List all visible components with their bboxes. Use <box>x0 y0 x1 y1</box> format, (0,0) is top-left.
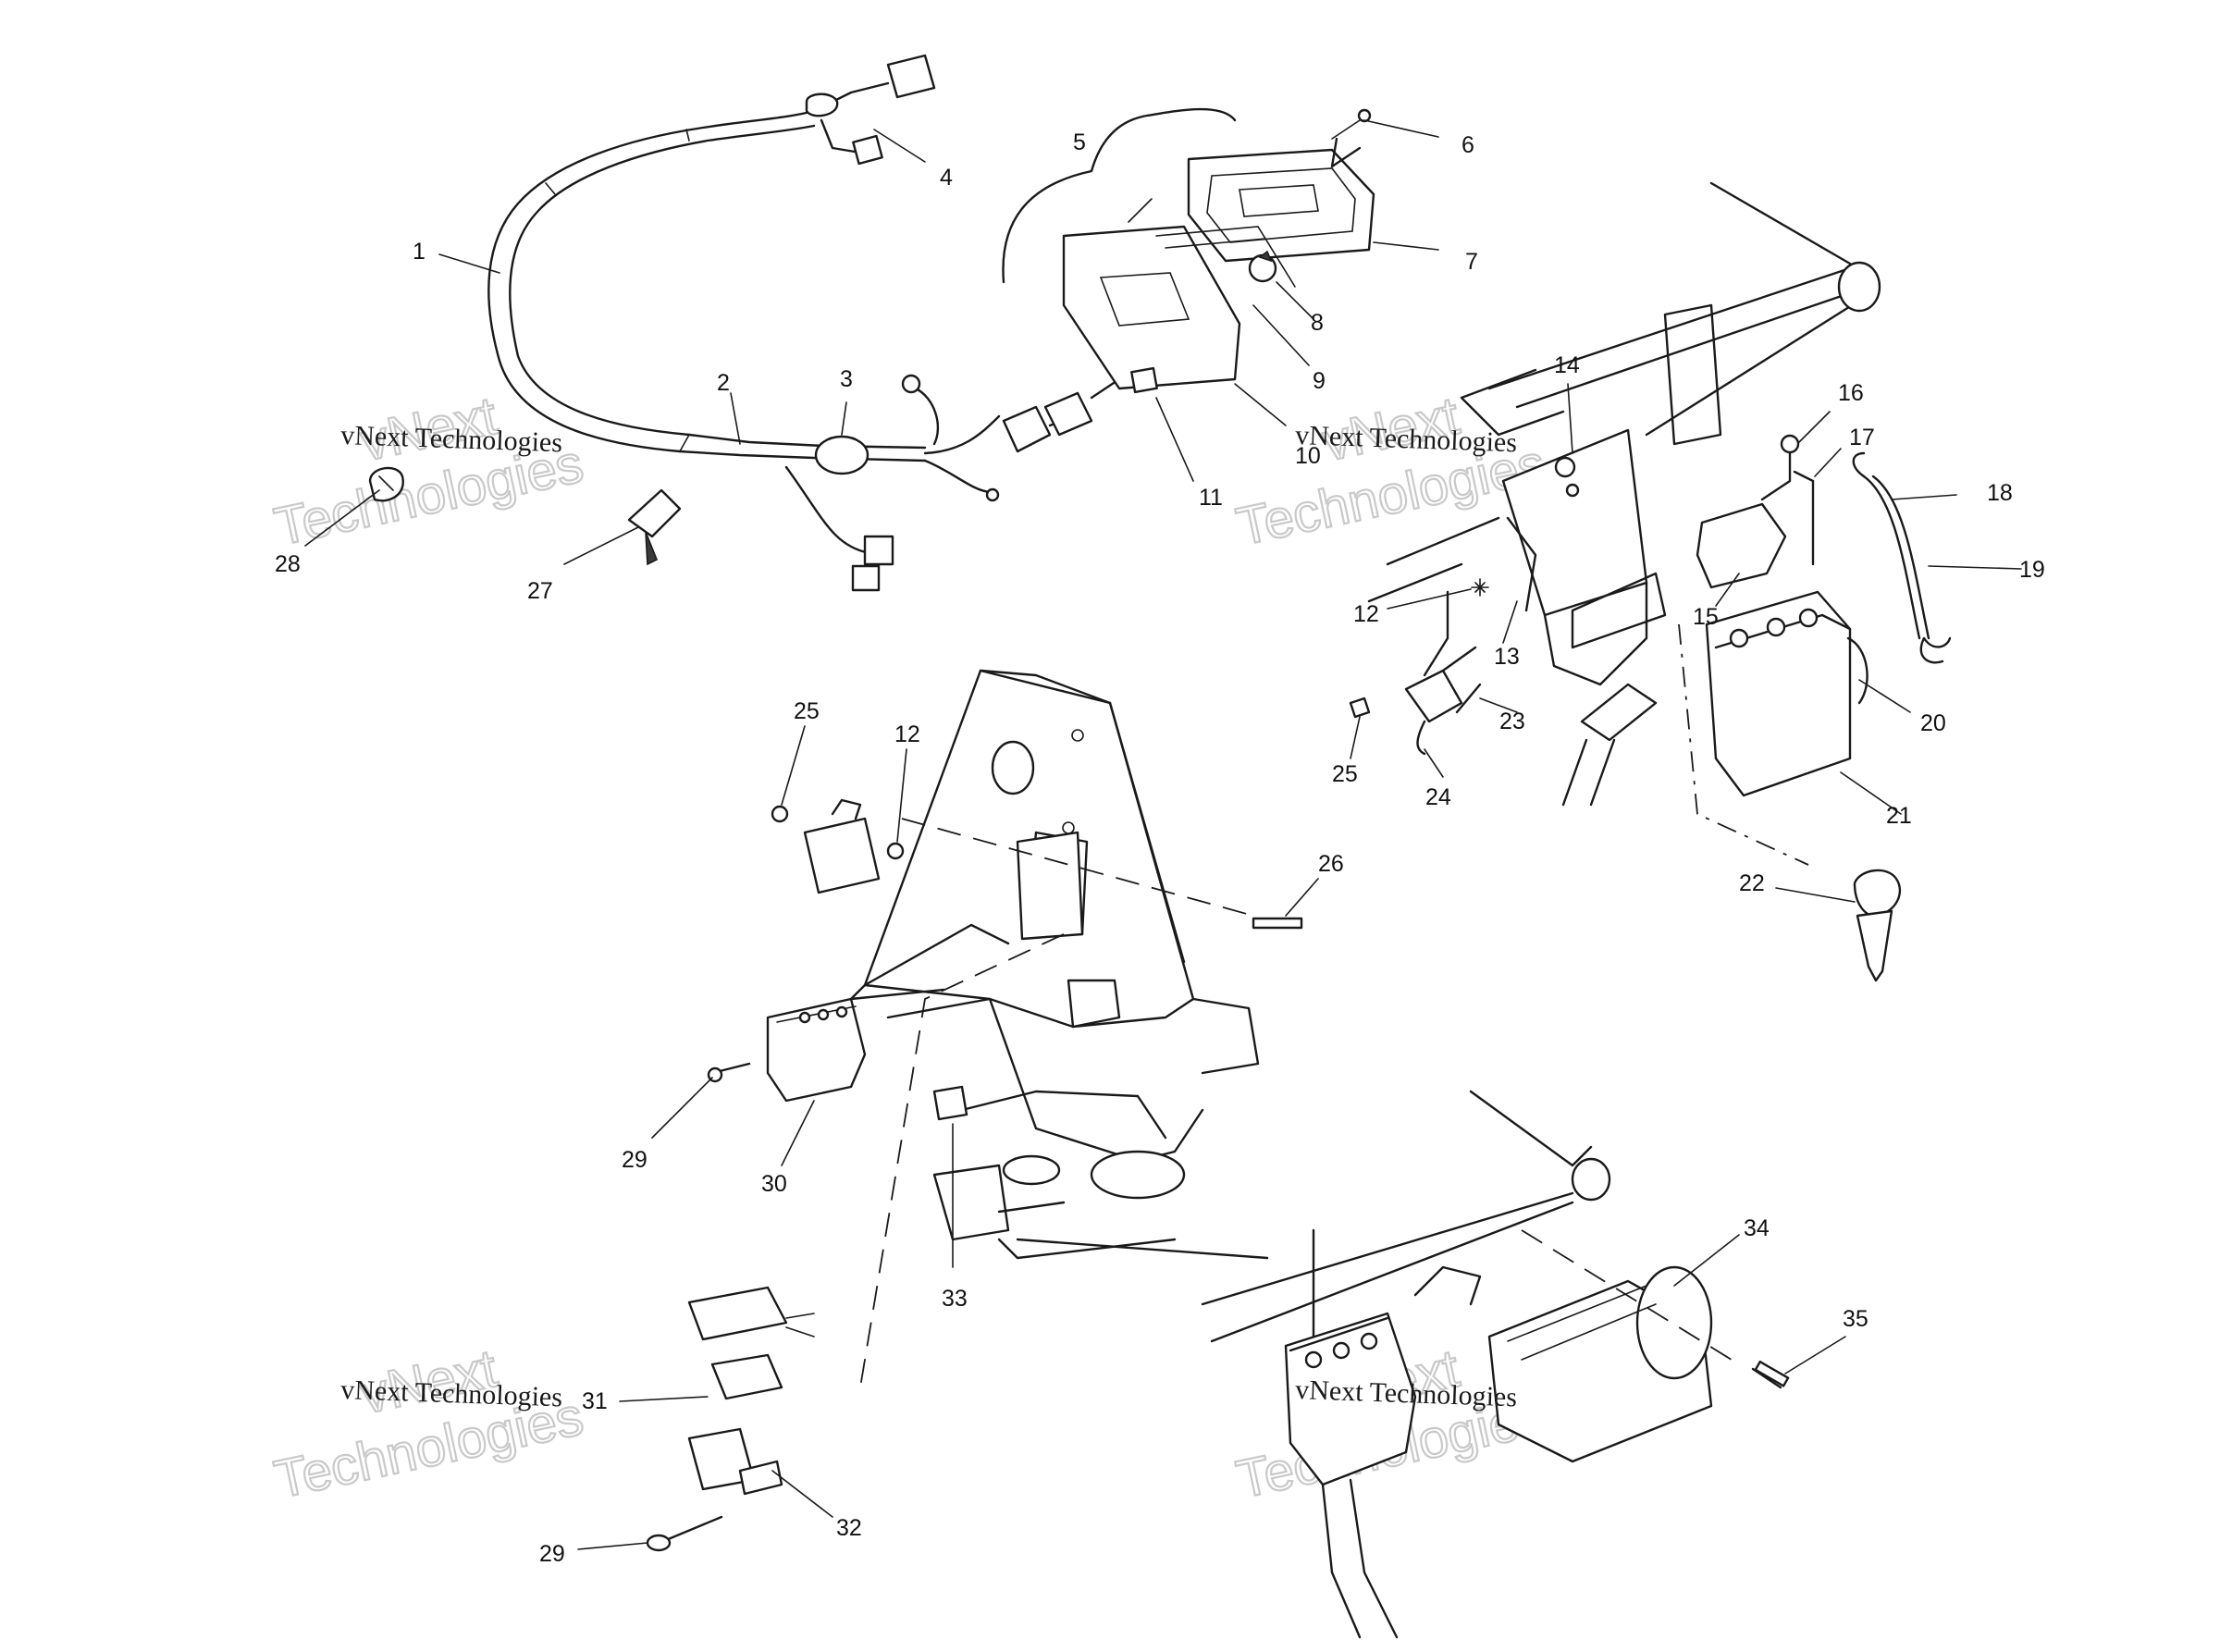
callout-6: 6 <box>1462 132 1474 158</box>
callout-16: 16 <box>1838 380 1864 406</box>
callout-32: 32 <box>836 1515 862 1541</box>
callout-33: 33 <box>942 1286 968 1312</box>
lower-right-frame <box>1201 1090 1790 1639</box>
callout-10: 10 <box>1295 443 1321 469</box>
callout-31: 31 <box>582 1388 608 1414</box>
callout-29-lower: 29 <box>539 1541 565 1567</box>
callout-12-left: 12 <box>894 721 920 747</box>
callout-21: 21 <box>1886 803 1912 829</box>
callout-19: 19 <box>2019 557 2045 583</box>
center-frame <box>646 669 1303 1552</box>
callout-13: 13 <box>1494 644 1520 670</box>
callout-leaders <box>304 119 2022 1550</box>
callout-34: 34 <box>1744 1215 1770 1241</box>
callout-28: 28 <box>275 551 301 577</box>
callout-23: 23 <box>1499 709 1525 734</box>
callout-12: 12 <box>1353 601 1379 627</box>
watermark-text-layer: vNext Technologies vNext Technologies vN… <box>340 420 1518 1412</box>
callout-8: 8 <box>1311 310 1324 336</box>
callout-2: 2 <box>717 370 730 396</box>
callout-22: 22 <box>1739 870 1765 896</box>
callout-14: 14 <box>1554 352 1580 378</box>
callout-30: 30 <box>761 1171 787 1197</box>
callout-20: 20 <box>1920 710 1946 736</box>
callout-17: 17 <box>1849 425 1875 450</box>
callout-25-left: 25 <box>794 698 820 724</box>
callout-9: 9 <box>1313 368 1326 394</box>
callout-1: 1 <box>413 239 426 265</box>
wiring-harness <box>487 54 1121 592</box>
watermark-3: vNext Technologies <box>268 1338 589 1511</box>
callout-3: 3 <box>840 366 853 392</box>
callout-18: 18 <box>1987 480 2013 506</box>
clip-28 <box>368 466 404 502</box>
callout-15: 15 <box>1693 604 1719 630</box>
callout-35: 35 <box>1843 1306 1868 1332</box>
frame-top-right <box>1349 181 1952 982</box>
callout-25-right: 25 <box>1332 761 1358 787</box>
taillight-assembly <box>1002 107 1375 394</box>
terminal-27 <box>627 488 682 566</box>
callout-26: 26 <box>1318 851 1344 877</box>
callout-11: 11 <box>1199 485 1223 511</box>
callout-29-upper: 29 <box>622 1147 648 1173</box>
callout-7: 7 <box>1465 249 1478 275</box>
watermark-1: vNext Technologies <box>268 385 589 559</box>
callout-24: 24 <box>1425 784 1451 810</box>
callout-27: 27 <box>527 578 553 604</box>
callout-5: 5 <box>1073 129 1086 155</box>
watermark-2: vNext Technologies <box>1230 385 1551 559</box>
callout-4: 4 <box>940 165 953 191</box>
callout-labels: 1 2 3 4 5 6 7 8 9 10 11 12 13 14 15 16 1… <box>275 129 2045 1567</box>
